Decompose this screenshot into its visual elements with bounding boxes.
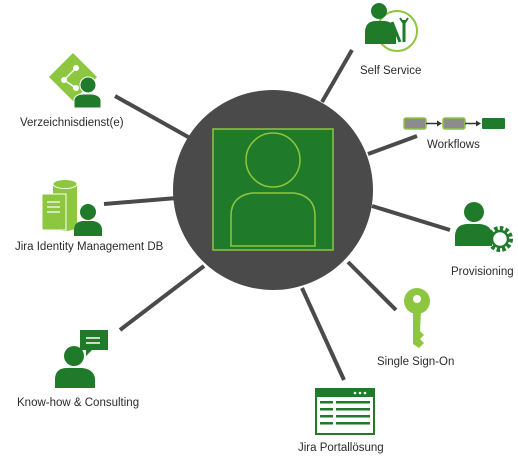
spoke-verzeichnisdienst <box>114 94 191 140</box>
spoke-workflows <box>367 134 418 156</box>
user-with-tools-icon <box>365 3 418 52</box>
user-with-gear-icon <box>455 202 513 252</box>
node-label-self-service: Self Service <box>360 65 422 77</box>
spoke-know-how-consulting <box>118 264 206 332</box>
spoke-jira-portalloesung <box>300 287 346 381</box>
directory-tree-with-user-icon <box>48 52 102 109</box>
node-label-jira-identity-management-db: Jira Identity Management DB <box>15 241 164 253</box>
node-label-jira-portalloesung: Jira Portallösung <box>298 442 384 454</box>
spoke-self-service <box>320 49 354 103</box>
node-label-provisioning: Provisioning <box>451 266 514 278</box>
node-label-workflows: Workflows <box>427 139 480 151</box>
user-with-speech-bubble-icon <box>55 330 108 388</box>
node-label-know-how-consulting: Know-how & Consulting <box>17 397 140 409</box>
key-icon <box>404 288 430 348</box>
database-with-user-icon <box>41 179 102 236</box>
workflow-chain-icon <box>403 117 505 130</box>
browser-window-icon <box>315 388 375 435</box>
center-user-icon <box>212 128 334 251</box>
spoke-jira-identity-management-db <box>103 196 178 206</box>
node-label-single-sign-on: Single Sign-On <box>377 356 455 368</box>
spoke-single-sign-on <box>346 260 398 312</box>
node-label-verzeichnisdienst: Verzeichnisdienst(e) <box>20 117 124 129</box>
spokes <box>103 49 451 381</box>
spoke-provisioning <box>371 204 451 232</box>
